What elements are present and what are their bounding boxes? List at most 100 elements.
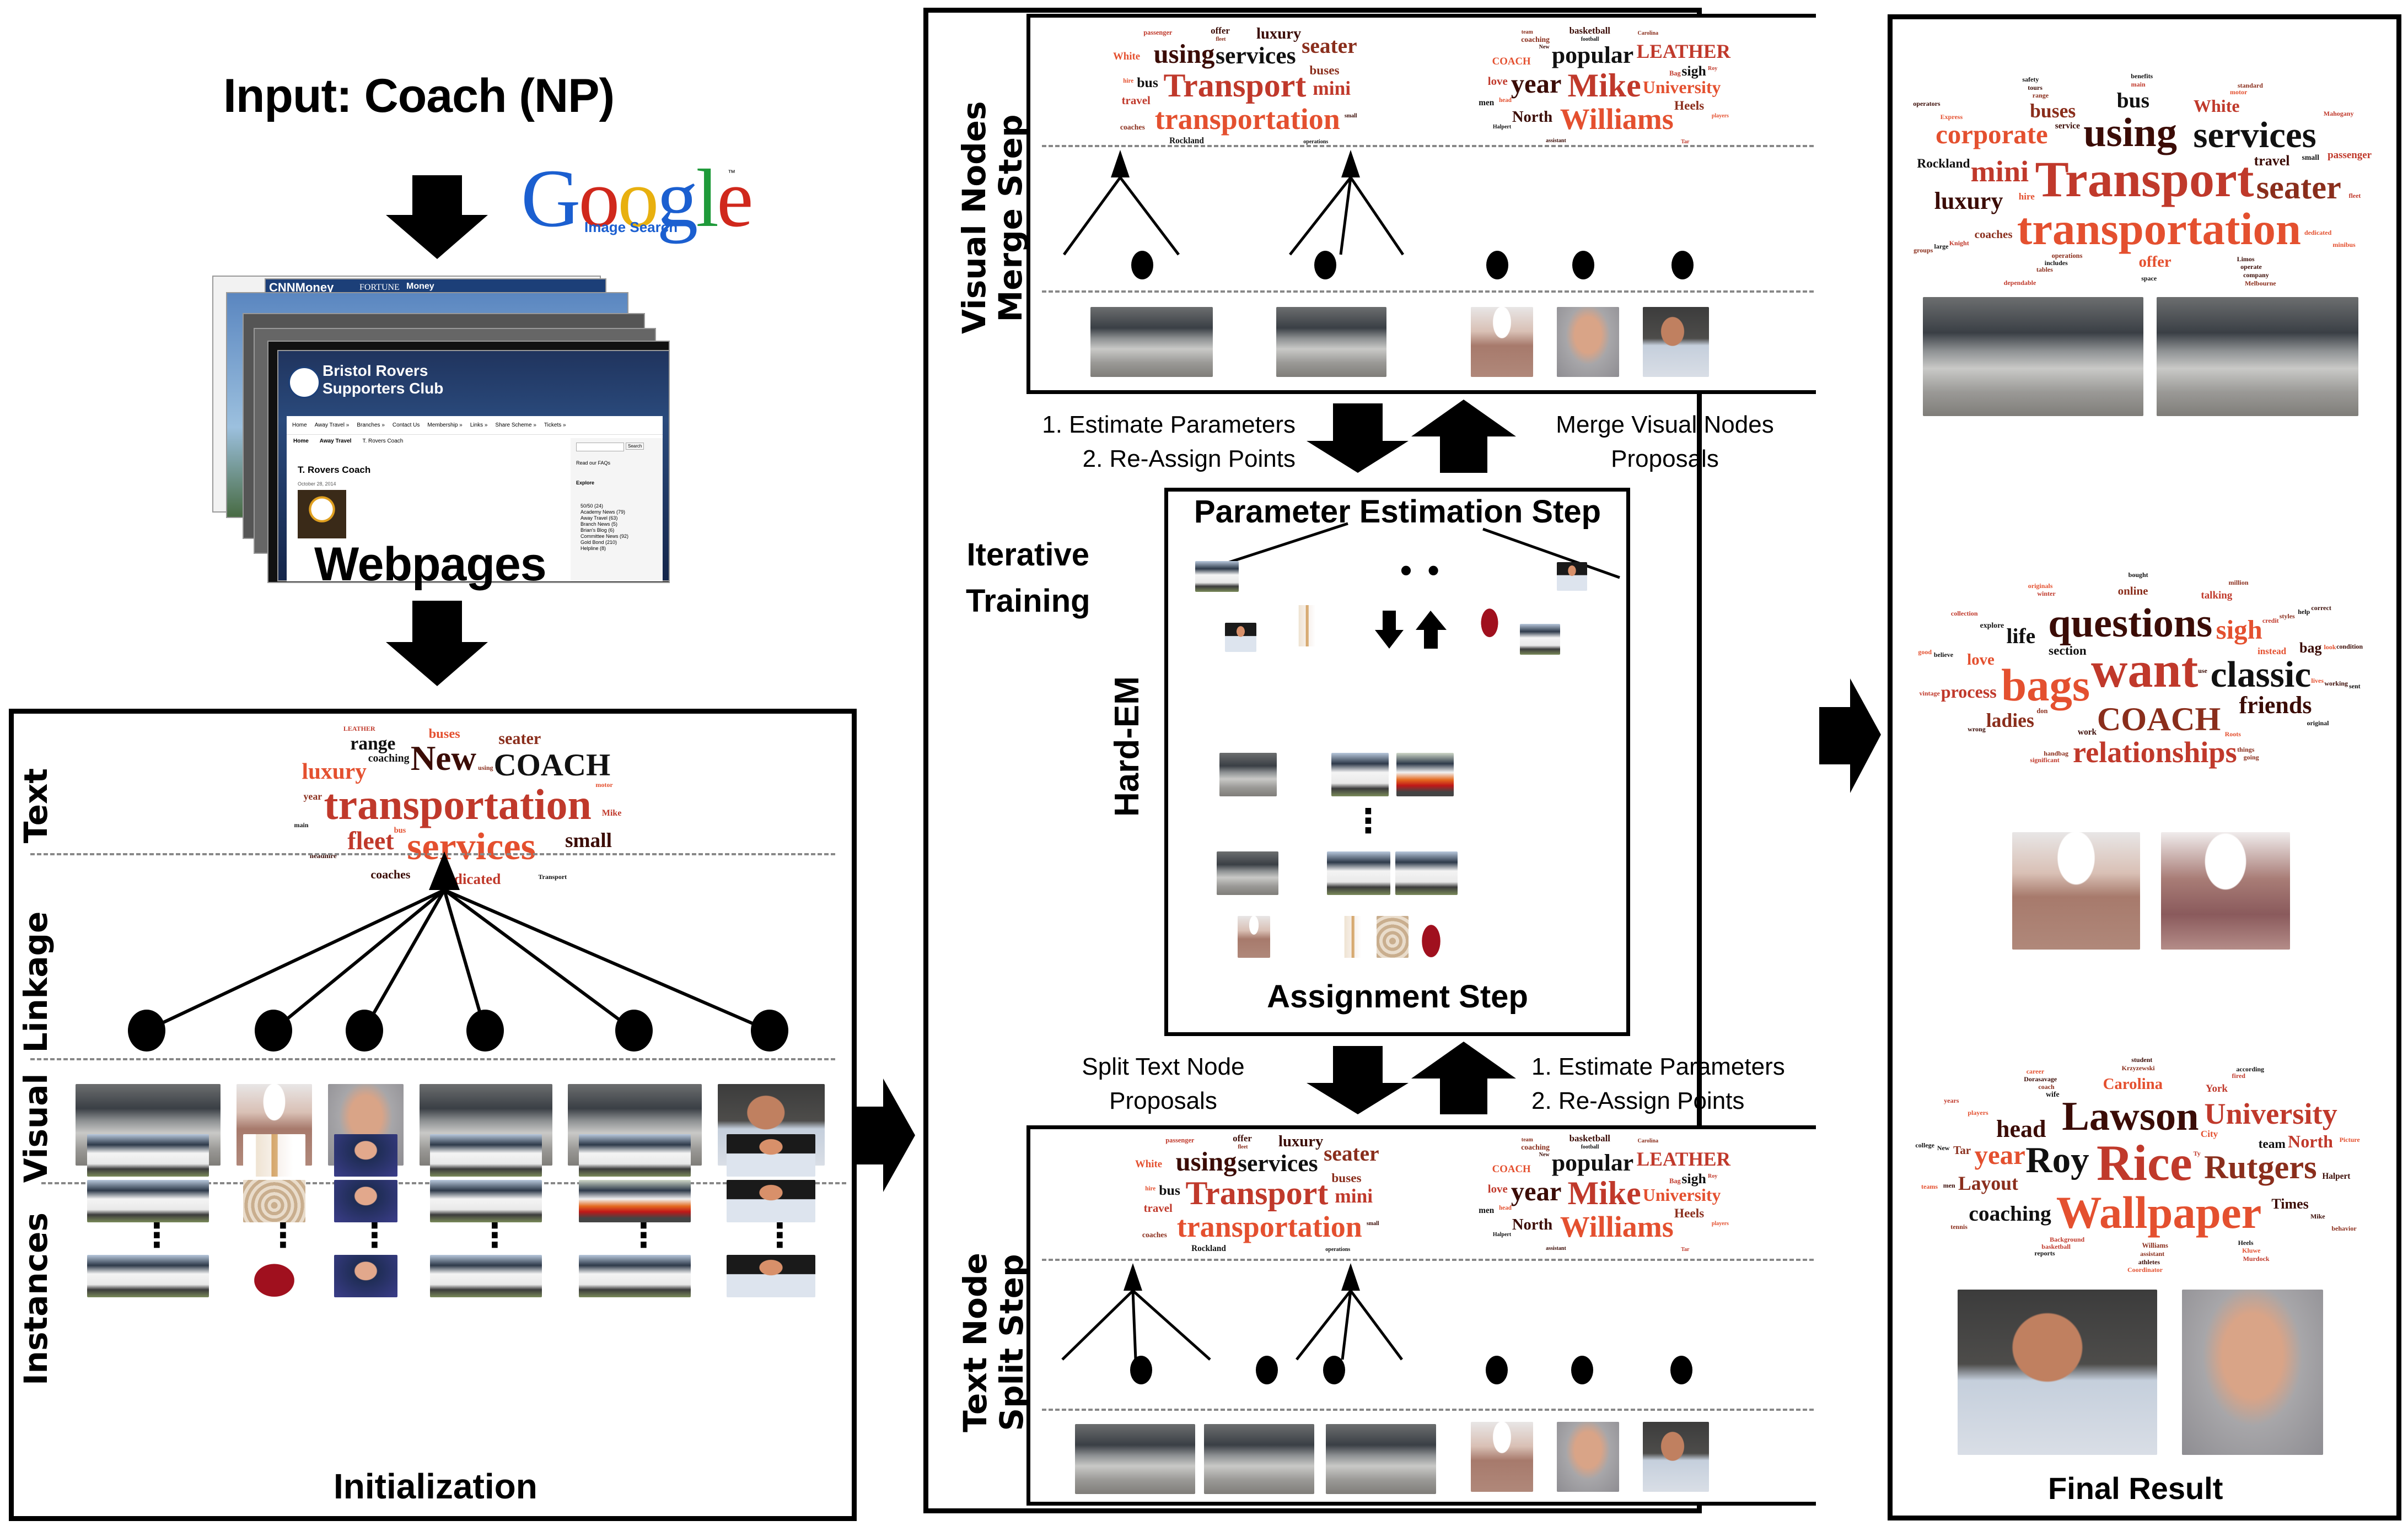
split-visual-bus [1326, 1424, 1436, 1494]
word-cloud-word: luxury [1934, 187, 2003, 214]
nav-item-branches[interactable]: Branches » [357, 422, 385, 428]
word-cloud-word: Kluwe [2242, 1247, 2261, 1255]
word-cloud-word: want [2091, 641, 2199, 698]
instance-image-bus [579, 1255, 691, 1297]
word-cloud-word: offer [1211, 25, 1230, 36]
sidebar-item[interactable]: 50/50 (24) [580, 503, 604, 509]
word-cloud-word: operate [2240, 263, 2262, 271]
word-cloud-word: using [2083, 110, 2177, 156]
word-cloud-word: fleet [1238, 1144, 1248, 1150]
webpages-label: Webpages [314, 538, 547, 591]
word-cloud-word: main [2131, 80, 2146, 88]
word-cloud-word: Background [2050, 1236, 2085, 1244]
word-cloud-word: credit [2262, 617, 2279, 625]
word-cloud-word: Williams [1560, 1210, 1674, 1244]
word-cloud-word: players [1711, 1220, 1729, 1227]
instance-image-bus [430, 1134, 542, 1177]
word-cloud-word: York [2205, 1083, 2228, 1095]
word-cloud-word: work [2078, 727, 2097, 737]
word-cloud-word: Layout [1958, 1172, 2018, 1194]
webpage-nav: Home Away Travel » Branches » Contact Us… [287, 416, 663, 435]
sidebar-item[interactable]: Branch News (5) [580, 521, 618, 527]
nav-item-away-travel[interactable]: Away Travel » [314, 422, 350, 428]
word-cloud-word: Heels [1674, 99, 1705, 114]
word-cloud-word: services [1215, 42, 1296, 69]
word-cloud-word: coaching [1969, 1201, 2051, 1226]
word-cloud-word: basketball [1569, 1133, 1610, 1144]
word-cloud-word: COACH [493, 747, 611, 783]
ellipsis-vertical: ⋮ [266, 1217, 300, 1254]
word-cloud-word: winter [2037, 590, 2056, 598]
word-cloud-word: football [1581, 36, 1599, 42]
word-cloud-word: don [2036, 707, 2048, 715]
breadcrumb-item[interactable]: Home [293, 438, 309, 444]
word-cloud-word: services [407, 824, 536, 868]
linkage-edges [1062, 176, 1405, 256]
word-cloud-word: Transport [538, 872, 567, 881]
word-cloud-word: transportation [1176, 1210, 1362, 1244]
word-cloud-word: buses [1309, 63, 1340, 78]
logo-letter: o [578, 153, 620, 244]
text-node [1256, 1356, 1278, 1384]
word-cloud-word: Mahogany [2323, 109, 2354, 117]
text-node [1670, 1356, 1692, 1384]
nav-item-share-scheme[interactable]: Share Scheme » [495, 422, 536, 428]
word-cloud-word: fleet [347, 827, 394, 855]
nav-item-home[interactable]: Home [292, 422, 307, 428]
visual-node [1671, 251, 1694, 279]
word-cloud-word: using [478, 763, 493, 772]
word-cloud-word: tennis [1950, 1222, 1968, 1231]
logo-letter: e [717, 153, 754, 244]
word-cloud-word: main [294, 821, 309, 829]
word-cloud-word: mini [1335, 1185, 1373, 1207]
ellipsis-vertical: ⋮ [140, 1217, 174, 1254]
sidebar-item[interactable]: Helpline (8) [580, 546, 606, 551]
sidebar-item[interactable]: Away Travel (63) [580, 515, 618, 521]
word-cloud-word: City [2200, 1129, 2218, 1140]
word-cloud-word: explore [1980, 621, 2004, 629]
sidebar-item[interactable]: Brian's Blog (6) [580, 527, 615, 533]
word-cloud-word: small [1366, 1220, 1379, 1227]
word-cloud-word: Roy [2025, 1139, 2089, 1181]
sidebar-item[interactable]: Academy News (79) [580, 509, 626, 515]
linkage-edges [145, 888, 770, 1032]
word-cloud-word: help [2298, 608, 2310, 616]
nav-item-contact[interactable]: Contact Us [392, 422, 420, 428]
parameter-estimation-title: Parameter Estimation Step [1194, 494, 1601, 530]
word-cloud-word: original [2307, 719, 2329, 727]
word-cloud-word: men [1943, 1182, 1955, 1190]
sidebar-item[interactable]: Gold Bond (210) [580, 540, 617, 545]
visual-node [1572, 251, 1594, 279]
word-cloud-word: life [2006, 623, 2036, 648]
logo-letter: G [521, 153, 580, 244]
sidebar-faq-link[interactable]: Read our FAQs [576, 460, 611, 466]
separator-line [1042, 145, 1814, 147]
ellipsis-vertical: ⋮ [358, 1217, 391, 1254]
visual-node [1314, 251, 1336, 279]
word-cloud-word: dependable [2003, 278, 2036, 287]
nav-item-tickets[interactable]: Tickets » [544, 422, 566, 428]
merge-visual-bus [1090, 307, 1213, 377]
nav-item-membership[interactable]: Membership » [427, 422, 463, 428]
word-cloud-word: New [410, 739, 476, 778]
sidebar-search-input[interactable] [576, 443, 624, 451]
word-cloud-word: basketball [2041, 1242, 2071, 1250]
word-cloud-word: Transport [1163, 67, 1307, 104]
ellipsis-vertical: ⋮ [627, 1217, 660, 1254]
sidebar-search-button[interactable]: Search [626, 443, 644, 450]
word-cloud-word: Mike [2310, 1212, 2325, 1220]
breadcrumb-item[interactable]: Away Travel [319, 438, 352, 444]
word-cloud-word: small [1344, 112, 1357, 119]
word-cloud-word: section [2048, 643, 2087, 658]
word-cloud-word: Coordinator [2127, 1266, 2163, 1274]
sidebar-item[interactable]: Committee News (92) [580, 533, 629, 539]
word-cloud-word: includes [2044, 258, 2068, 267]
em-assigned-bag [1339, 916, 1367, 958]
word-cloud-word: Tar [1681, 138, 1690, 145]
nav-item-links[interactable]: Links » [470, 422, 488, 428]
club-title-line: Supporters Club [322, 380, 444, 397]
word-cloud-word: Rockland [1191, 1244, 1226, 1254]
text-node [1571, 1356, 1593, 1384]
word-cloud-word: Murdock [2243, 1254, 2270, 1263]
instance-image-face [334, 1255, 397, 1297]
